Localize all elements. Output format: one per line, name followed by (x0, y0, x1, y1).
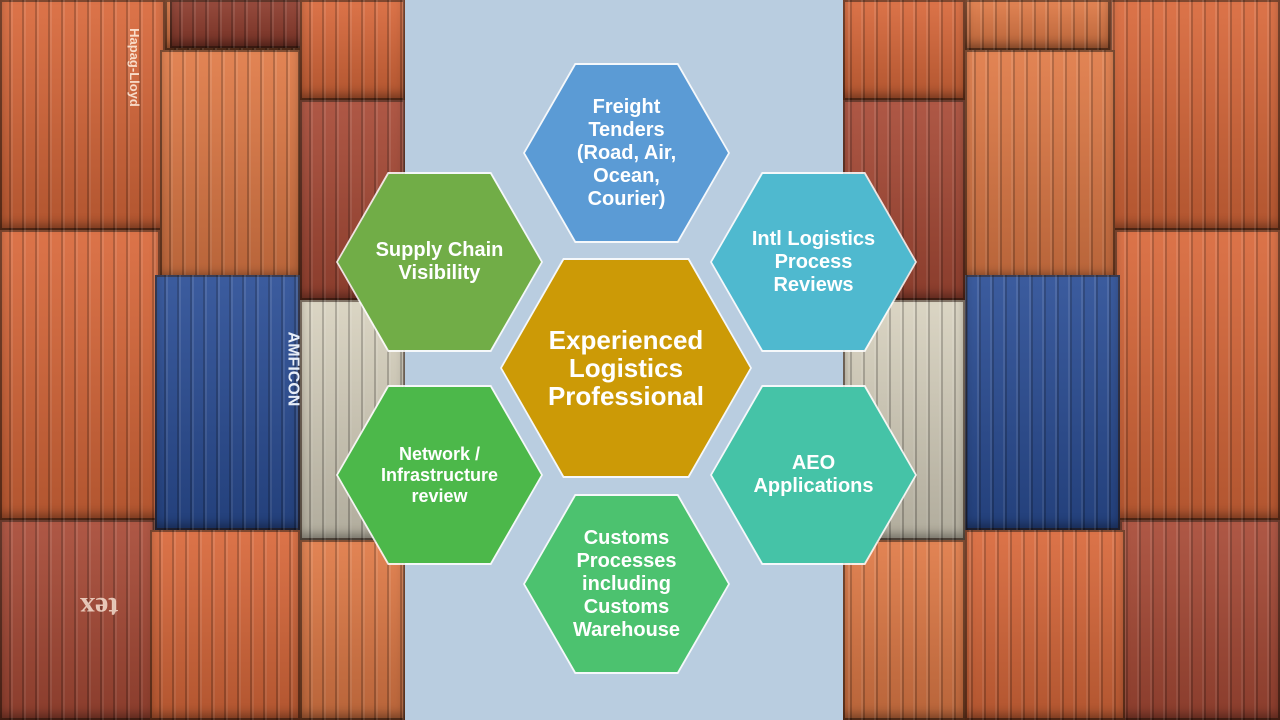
container-mark: tex (80, 591, 119, 624)
hex-label: Customs Processes including Customs Ware… (572, 526, 681, 641)
hex-freight-tenders: Freight Tenders (Road, Air, Ocean, Couri… (525, 65, 728, 241)
hex-customs: Customs Processes including Customs Ware… (525, 496, 728, 672)
hex-label: Network / Infrastructure review (380, 443, 499, 506)
hex-center: Experienced Logistics Professional (502, 260, 750, 476)
container-photo-right (843, 0, 1280, 720)
hex-label: AEO Applications (753, 452, 874, 497)
hex-supply-chain: Supply Chain Visibility (338, 174, 541, 350)
hex-label: Intl Logistics Process Reviews (751, 227, 876, 296)
container-mark: AMFICON (284, 331, 302, 407)
center-label: Experienced Logistics Professional (547, 325, 705, 411)
container-mark: Hapag-Lloyd (126, 28, 142, 107)
hex-label: Freight Tenders (Road, Air, Ocean, Couri… (576, 95, 677, 210)
container-photo-left: Hapag-Lloyd AMFICON tex (0, 0, 405, 720)
hex-label: Supply Chain Visibility (375, 239, 504, 284)
